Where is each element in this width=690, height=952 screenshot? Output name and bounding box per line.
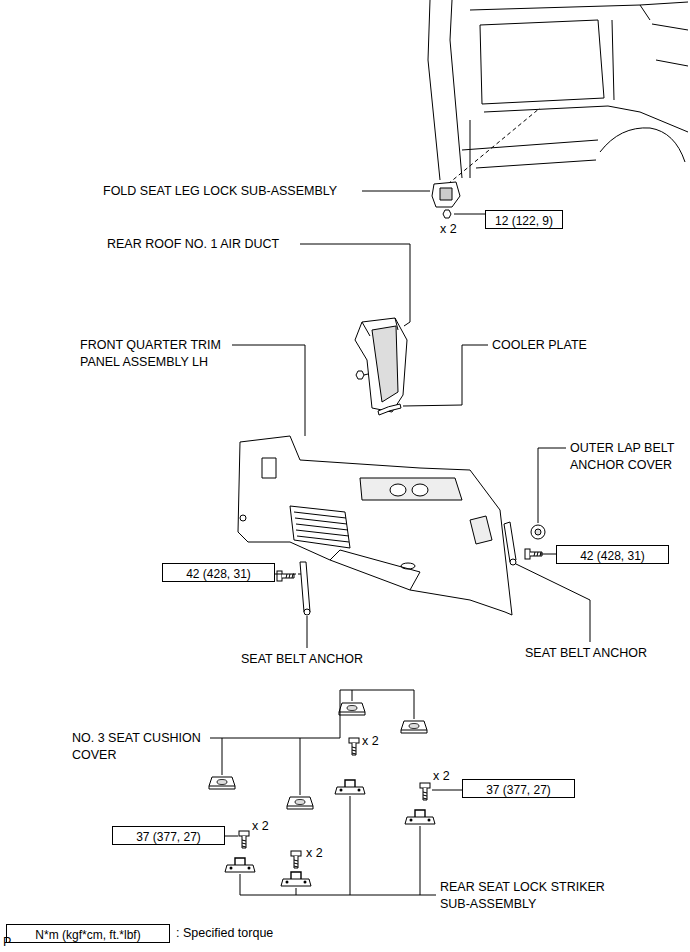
leader-lines: [232, 345, 305, 436]
part-name: FOLD SEAT LEG LOCK SUB-ASSEMBLY: [103, 183, 337, 200]
part-name: NO. 3 SEAT CUSHION COVER: [72, 730, 210, 764]
part-name: OUTER LAP BELT ANCHOR COVER: [570, 440, 686, 474]
leader-lines: [240, 796, 436, 895]
quantity-note: x 2: [440, 221, 457, 238]
front-quarter-trim-panel: [238, 436, 512, 615]
seat-lock-strikers: [335, 780, 365, 794]
leader-lines: [538, 448, 566, 523]
leader-lines: [454, 214, 485, 215]
part-name: SEAT BELT ANCHOR: [525, 645, 647, 662]
leader-lines: [516, 564, 590, 642]
leader-lines: [307, 616, 308, 648]
vehicle-interior-sketch: [448, 108, 540, 184]
legend-text: : Specified torque: [176, 925, 273, 942]
rear-roof-air-duct: [355, 318, 407, 412]
front-quarter-trim-panel: [390, 484, 406, 496]
fold-seat-leg-lock: [443, 210, 451, 218]
seat-belt-anchor-left: [293, 574, 302, 575]
part-name: SEAT BELT ANCHOR: [241, 651, 363, 668]
leader-lines: [275, 574, 282, 575]
quantity-note: x 2: [252, 818, 269, 835]
torque-value: 42 (428, 31): [580, 548, 645, 565]
seat-lock-strikers: [349, 738, 359, 755]
part-name: COOLER PLATE: [492, 337, 587, 354]
fold-seat-leg-lock: [432, 182, 460, 218]
front-quarter-trim-panel: [240, 515, 246, 521]
torque-spec-box: 12 (122, 9): [485, 210, 563, 229]
leader-lines: [432, 790, 462, 791]
torque-spec-box: 42 (428, 31): [162, 563, 275, 582]
rear-roof-air-duct: [356, 371, 364, 379]
fold-seat-leg-lock: [440, 188, 452, 200]
leader-lines: [540, 554, 556, 555]
torque-spec-box: 42 (428, 31): [556, 545, 669, 564]
leader-lines: [403, 345, 488, 406]
seat-lock-strikers: [405, 810, 435, 824]
seat-belt-anchor-right: [531, 525, 545, 539]
leader-lines: [300, 244, 410, 326]
quantity-note: x 2: [362, 733, 379, 750]
rear-roof-air-duct: [355, 318, 407, 415]
seat-belt-anchor-right: [504, 522, 516, 562]
quantity-note: x 2: [433, 768, 450, 785]
seat-belt-anchor-left: [277, 571, 294, 581]
seat-belt-anchor-right: [504, 522, 545, 565]
front-quarter-trim-panel: [360, 478, 462, 500]
front-quarter-trim-panel: [262, 458, 276, 478]
seat-cushion-covers: [287, 797, 313, 809]
vehicle-interior-sketch: [428, 0, 688, 184]
front-quarter-trim-panel: [290, 506, 350, 548]
fold-seat-leg-lock: [432, 182, 460, 207]
torque-value: 12 (122, 9): [495, 213, 553, 230]
front-quarter-trim-panel: [294, 512, 349, 542]
torque-value: 42 (428, 31): [186, 566, 251, 583]
torque-spec-box: 37 (377, 27): [462, 779, 575, 798]
figure-code: P: [3, 934, 11, 951]
part-name: REAR SEAT LOCK STRIKER SUB-ASSEMBLY: [440, 879, 620, 913]
seat-cushion-covers: [401, 721, 427, 733]
seat-cushion-covers: [339, 703, 365, 715]
seat-lock-strikers: [239, 831, 249, 848]
seat-belt-anchor-right: [510, 559, 516, 565]
seat-lock-strikers: [420, 783, 430, 800]
seat-belt-anchor-left: [277, 562, 310, 615]
seat-belt-anchor-left: [300, 562, 310, 612]
seat-belt-anchor-right: [535, 529, 541, 535]
seat-lock-strikers: [225, 858, 255, 872]
front-quarter-trim-panel: [330, 550, 420, 590]
torque-value: 37 (377, 27): [136, 829, 201, 846]
rear-roof-air-duct: [362, 318, 398, 402]
seat-belt-anchor-right: [525, 549, 542, 559]
torque-spec-box: 37 (377, 27): [112, 826, 225, 845]
seat-cushion-covers: [209, 777, 235, 789]
rear-roof-air-duct: [364, 374, 368, 375]
seat-lock-strikers: [291, 851, 301, 868]
legend-torque-box: N*m (kgf*cm, ft.*lbf): [6, 924, 170, 943]
front-quarter-trim-panel: [238, 436, 512, 615]
quantity-note: x 2: [306, 845, 323, 862]
front-quarter-trim-panel: [412, 484, 428, 496]
seat-cushion-covers: [209, 703, 427, 809]
leader-lines: [210, 191, 590, 895]
front-quarter-trim-panel: [470, 516, 492, 544]
leader-lines: [362, 191, 430, 192]
seat-belt-anchor-left: [304, 609, 310, 615]
vehicle-interior-sketch: [428, 0, 688, 180]
leader-lines: [210, 690, 414, 795]
seat-lock-strikers: [281, 872, 311, 886]
torque-value: N*m (kgf*cm, ft.*lbf): [35, 927, 140, 944]
front-quarter-trim-panel: [401, 563, 415, 569]
seat-lock-strikers: [225, 738, 435, 886]
rear-roof-air-duct: [378, 404, 401, 415]
leader-lines: [225, 836, 238, 837]
part-name: FRONT QUARTER TRIM PANEL ASSEMBLY LH: [80, 337, 230, 371]
torque-value: 37 (377, 27): [486, 782, 551, 799]
part-name: REAR ROOF NO. 1 AIR DUCT: [107, 236, 279, 253]
